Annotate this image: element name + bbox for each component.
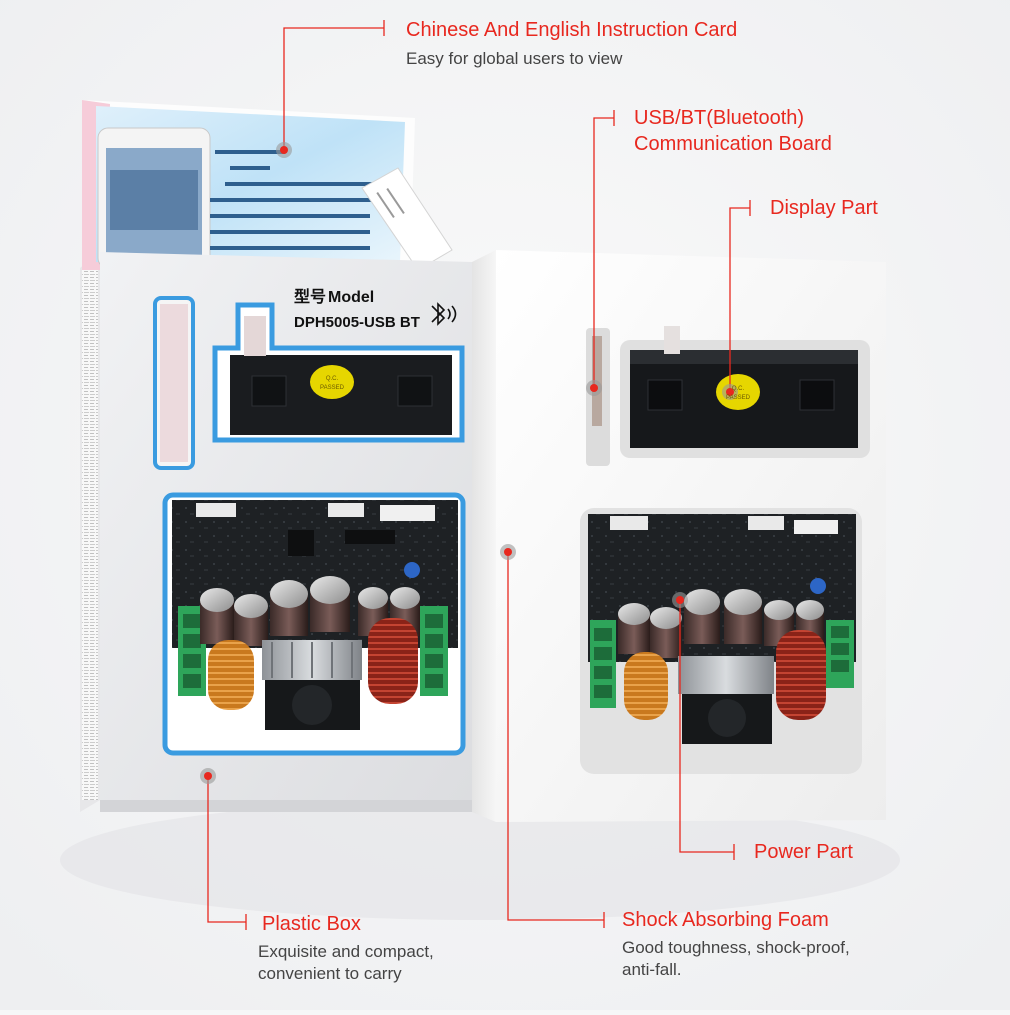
- instruction-card: [82, 100, 453, 271]
- callout-usb-board-title-line1: USB/BT(Bluetooth): [634, 107, 805, 129]
- callout-instruction-card-title: Chinese And English Instruction Card: [406, 19, 738, 41]
- pcb-module-right: [588, 514, 856, 744]
- callout-plastic-box-desc-line2: convenient to carry: [258, 964, 402, 983]
- callout-dots: [200, 142, 738, 784]
- qc-sticker-right-line1: Q.C.: [732, 386, 745, 392]
- qc-sticker-left-line1: Q.C.: [326, 376, 339, 382]
- qc-sticker-left-line2: PASSED: [320, 385, 345, 391]
- callout-foam-title: Shock Absorbing Foam: [622, 909, 829, 931]
- callout-display-part-title: Display Part: [770, 197, 878, 219]
- callout-lines: [207, 20, 751, 930]
- callout-usb-board-title-line2: Communication Board: [634, 133, 832, 155]
- callout-foam-desc-line2: anti-fall.: [622, 960, 682, 979]
- display-module: [630, 326, 858, 448]
- qc-sticker-right-line2: PASSED: [726, 395, 751, 401]
- model-label-cn: 型号: [294, 288, 326, 306]
- callout-power-part-title: Power Part: [754, 841, 853, 863]
- callout-plastic-box-title: Plastic Box: [262, 913, 361, 935]
- bluetooth-icon: [431, 302, 457, 326]
- callout-instruction-card-desc: Easy for global users to view: [406, 49, 623, 68]
- model-label-en: Model: [328, 289, 374, 306]
- model-number: DPH5005-USB BT: [294, 314, 420, 331]
- box-side-print: [82, 270, 98, 800]
- shock-absorbing-foam: [472, 250, 886, 822]
- pcb-module-left: [172, 500, 458, 730]
- callout-foam-desc-line1: Good toughness, shock-proof,: [622, 938, 850, 957]
- callout-plastic-box-desc-line1: Exquisite and compact,: [258, 942, 434, 961]
